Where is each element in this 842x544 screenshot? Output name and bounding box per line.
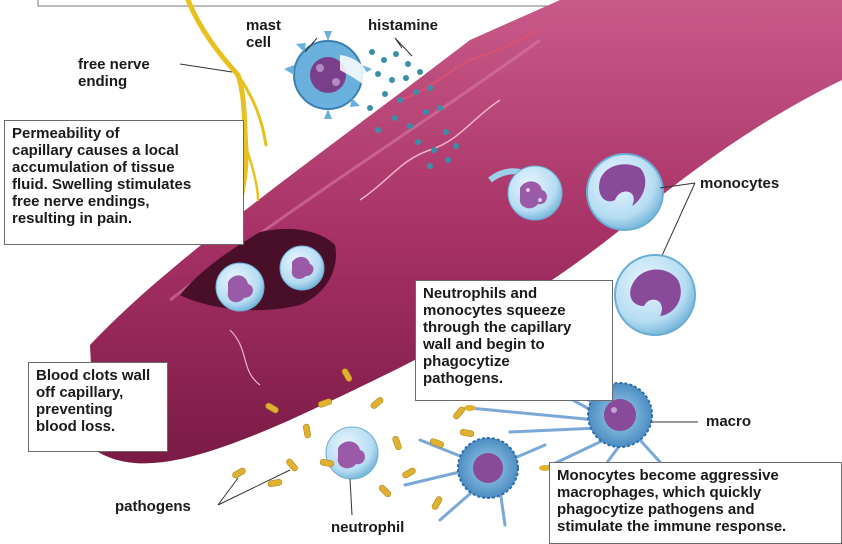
neutrophil-in-capillary <box>216 263 264 311</box>
box-blood-clots: Blood clots wall off capillary, preventi… <box>28 362 168 452</box>
label-neutrophil: neutrophil <box>331 519 404 536</box>
macrophage-2 <box>405 438 545 525</box>
monocyte-2 <box>615 255 695 335</box>
label-mast-cell: mast cell <box>246 17 281 51</box>
monocyte-leader <box>660 183 695 260</box>
mast-cell <box>284 31 372 119</box>
box-permeability: Permeability of capillary causes a local… <box>4 120 244 245</box>
pathogens-leader <box>218 470 290 505</box>
label-free-nerve-ending: free nerve ending <box>78 56 150 90</box>
nerve-leader <box>180 64 232 72</box>
label-histamine: histamine <box>368 17 438 34</box>
neutrophil-leader <box>350 479 352 515</box>
box-neutrophils-monocytes: Neutrophils and monocytes squeeze throug… <box>415 280 613 401</box>
label-macro: macro <box>706 413 751 430</box>
label-pathogens: pathogens <box>115 498 191 515</box>
monocyte-1 <box>587 154 663 230</box>
neutrophil-in-capillary-2 <box>280 246 324 290</box>
neutrophil-free <box>326 427 378 479</box>
box-macrophages: Monocytes become aggressive macrophages,… <box>549 462 842 544</box>
label-monocytes: monocytes <box>700 175 779 192</box>
